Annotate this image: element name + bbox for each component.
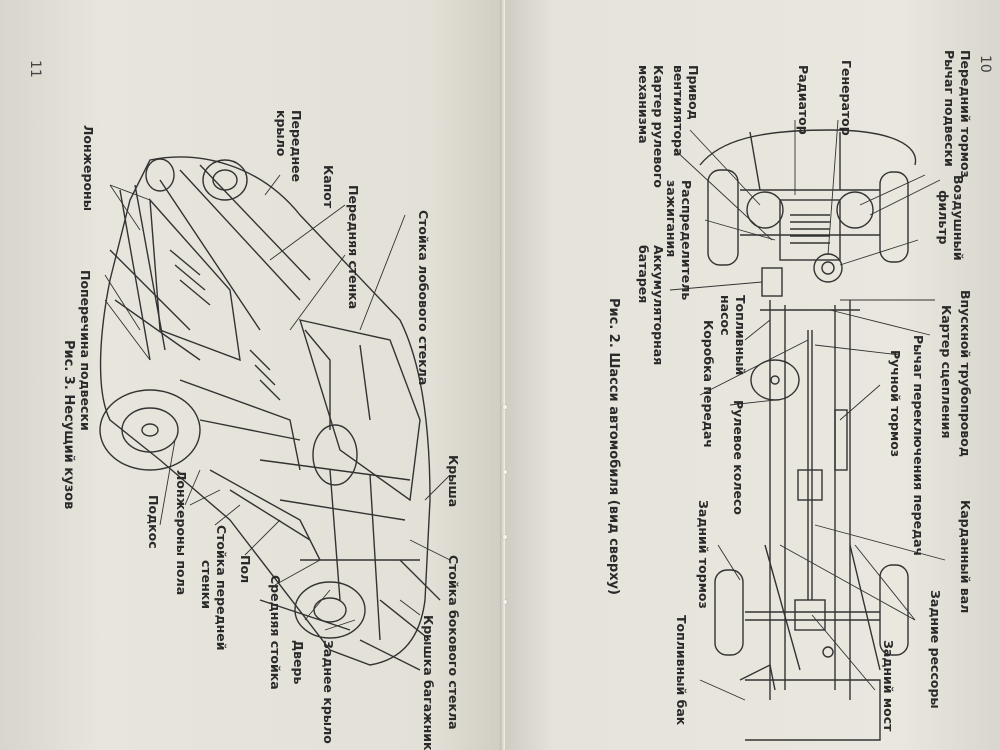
label-perednee-krylo-1: Переднее — [289, 110, 304, 183]
label-lonzherony: Лонжероны — [81, 125, 96, 211]
stitch-hole — [503, 405, 507, 409]
page-number: 10 — [977, 55, 993, 73]
label-raspredelitel-2: зажигания — [664, 180, 679, 258]
label-akkum-2: батарея — [636, 245, 651, 304]
label-karter-rul-2: механизма — [636, 65, 651, 144]
stitch-hole — [503, 470, 507, 474]
label-toplivny-bak: Топливный бак — [674, 615, 689, 726]
label-krysha: Крыша — [446, 455, 461, 508]
label-vozdushny-2: фильтр — [936, 190, 951, 245]
label-pol: Пол — [238, 555, 253, 584]
label-zadnee-krylo: Заднее крыло — [321, 640, 336, 744]
label-toplivny-nasos-2: насос — [718, 295, 733, 336]
label-karter-scepl: Картер сцепления — [939, 305, 954, 439]
label-perednee-krylo-2: крыло — [274, 110, 289, 157]
chassis-drawing — [669, 119, 946, 741]
stitch-hole — [503, 535, 507, 539]
label-zadniy-most: Задний мост — [881, 640, 896, 732]
label-zadnie-ressory: Задние рессоры — [928, 590, 943, 709]
label-vpusknoy: Впускной трубопровод — [958, 290, 973, 457]
body-shell-drawing — [99, 156, 451, 671]
label-perednyaya-stenka: Передняя стенка — [346, 185, 361, 310]
stitch-hole — [503, 600, 507, 604]
label-stoyka-lobovogo: Стойка лобового стекла — [416, 210, 431, 386]
label-poperechina: Поперечина подвески — [78, 270, 93, 431]
label-privod-1: Привод — [686, 65, 701, 120]
label-srednyaya-stoyka: Средняя стойка — [268, 575, 283, 690]
page-number: 11 — [27, 60, 43, 78]
label-rychag-podveski: Рычаг подвески — [942, 50, 957, 167]
label-stoyka-peredney-1: Стойка передней — [214, 525, 229, 651]
label-radiator: Радиатор — [796, 65, 811, 135]
label-peredniy-tormoz: Передний тормоз — [958, 50, 973, 178]
right-page: 10 Передний тормоз Рычаг подвески Генера… — [505, 0, 1000, 750]
label-akkum-1: Аккумуляторная — [651, 245, 666, 366]
label-karter-rul-1: Картер рулевого — [651, 65, 666, 188]
label-podkos: Подкос — [146, 495, 161, 549]
label-zadniy-tormoz: Задний тормоз — [696, 500, 711, 609]
label-kapot: Капот — [321, 165, 336, 209]
label-generator: Генератор — [839, 60, 854, 136]
label-privod-2: вентилятора — [671, 65, 686, 157]
label-ruchnoy: Ручной тормоз — [888, 350, 903, 458]
label-stoyka-peredney-2: стенки — [199, 560, 214, 610]
label-rychag-perekl: Рычаг переключения передач — [911, 335, 926, 557]
label-toplivny-nasos-1: Топливный — [733, 295, 748, 376]
label-dver: Дверь — [291, 640, 306, 685]
label-vozdushny-1: Воздушный — [951, 175, 966, 261]
label-raspredelitel-1: Распределитель — [679, 180, 694, 301]
label-kryshka-bagazhnika: Крышка багажника — [421, 615, 436, 750]
figure-caption: Рис. 3. Несущий кузов — [61, 340, 76, 510]
figure-caption: Рис. 2. Шасси автомобиля (вид сверху) — [606, 298, 621, 595]
label-stoyka-bokovogo: Стойка бокового стекла — [446, 555, 461, 730]
label-lonzherony-pola: Лонжероны пола — [174, 470, 189, 596]
left-page: 11 Лонжероны Переднее крыло Капот Передн… — [0, 0, 505, 750]
label-kardanny: Карданный вал — [958, 500, 973, 614]
label-korobka: Коробка передач — [701, 320, 716, 448]
label-rulevoe-koleso: Рулевое колесо — [731, 400, 746, 515]
